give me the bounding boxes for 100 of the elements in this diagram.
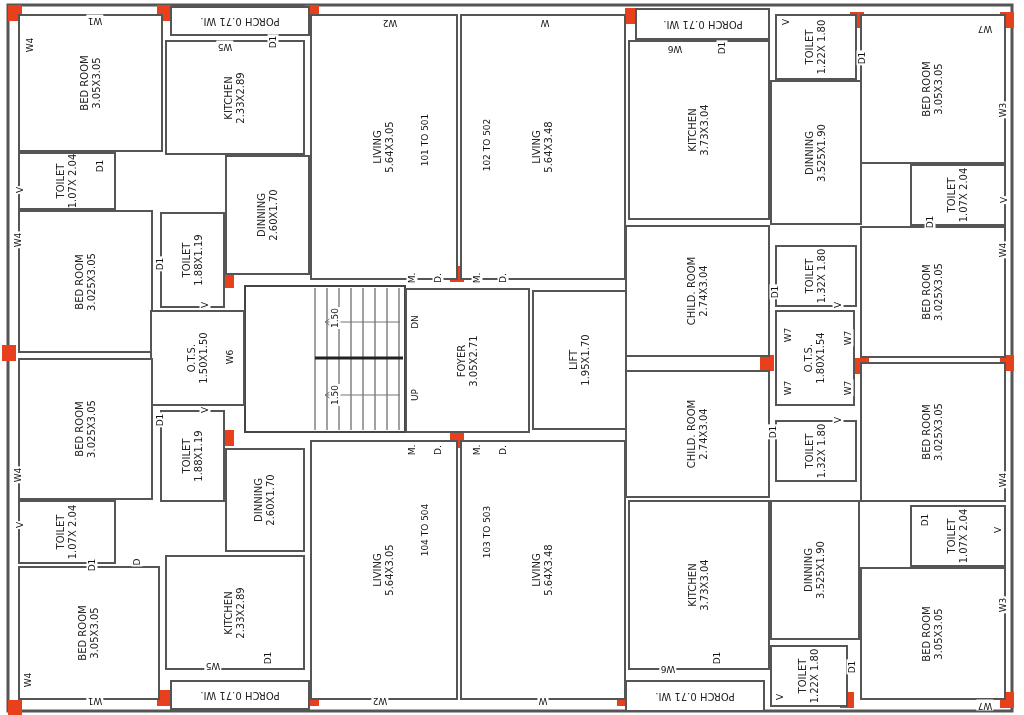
stair-dimension: 1.50 (329, 384, 341, 406)
room-dimensions: 2.33X2.89 (235, 71, 247, 124)
window-code: W4 (12, 231, 24, 249)
window-code: W7 (782, 379, 794, 397)
room-dimensions: 2.33X2.89 (235, 586, 247, 639)
room-name: KITCHEN (687, 563, 699, 607)
room-box (625, 680, 765, 712)
room-box (860, 567, 1006, 700)
room-dimensions: 3.025X3.05 (85, 400, 98, 458)
room-box (775, 310, 855, 406)
window-code: W7 (842, 329, 854, 347)
window-code: W4 (12, 466, 24, 484)
door-code: M. (471, 443, 483, 457)
room-name: TOILET (946, 177, 958, 213)
room-box (165, 555, 305, 670)
room-dimensions: 3.025X3.05 (85, 252, 98, 311)
room-dimensions: 1.95X1.70 (579, 334, 592, 386)
room-box (18, 14, 163, 152)
room-dimensions: 3.73X3.04 (699, 559, 711, 611)
room-dimensions: 5.64X3.05 (384, 121, 396, 173)
room-box (170, 680, 310, 710)
room-box (775, 14, 857, 80)
room-name: TOILET (946, 518, 958, 554)
room-dimensions: 1.07X 2.04 (958, 508, 970, 564)
room-name: DINNING (253, 478, 265, 522)
door-code: D1 (716, 40, 728, 56)
ventilator-code: V (14, 520, 26, 530)
door-code: D1 (919, 512, 931, 528)
room-dimensions: 2.74X3.04 (697, 408, 710, 460)
room-box (770, 500, 860, 640)
door-code: D1 (769, 284, 781, 300)
room-name: PORCH 0.71 WI. (662, 18, 743, 30)
door-code: D1 (154, 256, 166, 272)
room-box (405, 288, 530, 433)
window-code: W1 (86, 14, 104, 26)
room-name: BED ROOM (73, 253, 86, 310)
room-dimensions: 3.05X3.05 (90, 57, 103, 109)
flat-number-label: 103 TO 503 (481, 504, 493, 560)
door-code: D1 (924, 214, 936, 230)
room-box (635, 8, 770, 40)
door-code: D1 (856, 50, 868, 66)
room-name: TOILET (797, 658, 809, 694)
stair-dimension: 1.50 (329, 307, 341, 329)
room-box (860, 226, 1006, 358)
room-name: BED ROOM (73, 401, 86, 457)
room-name: CHILD. ROOM (685, 256, 698, 326)
window-code: W3 (997, 101, 1009, 119)
room-name: KITCHEN (223, 590, 235, 635)
room-box (225, 448, 305, 552)
room-name: TOILET (180, 438, 193, 474)
door-code: D. (497, 444, 509, 456)
flat-number-label: 101 TO 501 (419, 112, 431, 168)
room-dimensions: 1.88X1.19 (192, 430, 205, 482)
door-code: D1 (846, 659, 858, 675)
room-dimensions: 1.32X 1.80 (816, 248, 828, 304)
window-code: W4 (24, 36, 36, 54)
room-dimensions: 1.32X 1.80 (816, 423, 828, 479)
ventilator-code: V (992, 525, 1004, 535)
window-code: W4 (22, 671, 34, 689)
room-dimensions: 3.525X1.90 (815, 541, 827, 599)
flat-number-label: 104 TO 504 (419, 502, 431, 558)
room-box (150, 310, 245, 406)
room-dimensions: 5.64X3.05 (384, 544, 396, 596)
room-dimensions: 1.07X 2.04 (67, 153, 79, 209)
room-name: BED ROOM (78, 55, 91, 111)
ventilator-code: V (774, 692, 786, 702)
room-dimensions: 3.525X1.90 (816, 123, 828, 182)
room-name: KITCHEN (687, 108, 699, 152)
room-box (310, 440, 458, 700)
stair-direction-label: DN (409, 314, 421, 330)
room-box (170, 6, 310, 36)
ventilator-code: V (199, 300, 211, 310)
room-name: LIVING (531, 130, 543, 164)
room-box (770, 645, 848, 707)
room-name: DINNING (803, 548, 815, 592)
ventilator-code: V (832, 415, 844, 425)
door-code: D (131, 557, 143, 567)
flat-number-label: 102 TO 502 (481, 117, 493, 173)
room-name: BED ROOM (921, 404, 933, 460)
room-dimensions: 3.05X3.05 (89, 607, 101, 659)
door-code: D. (497, 272, 509, 284)
door-code: D1 (86, 557, 98, 573)
room-box (18, 152, 116, 210)
room-name: FOYER (455, 344, 468, 377)
room-dimensions: 1.80X1.54 (815, 332, 827, 384)
room-dimensions: 1.07X 2.04 (67, 504, 79, 560)
room-name: DINNING (804, 130, 816, 175)
door-code: D. (432, 272, 444, 284)
window-code: W4 (997, 471, 1009, 489)
room-dimensions: 1.07X 2.04 (958, 167, 970, 223)
room-dimensions: 2.60X1.70 (267, 189, 280, 241)
room-name: TOILET (55, 163, 67, 199)
room-name: PORCH 0.71 WI. (200, 689, 280, 701)
room-box (628, 40, 770, 220)
door-code: D. (432, 444, 444, 456)
door-code: M. (406, 271, 418, 285)
room-box (860, 362, 1006, 502)
room-name: BED ROOM (921, 61, 933, 117)
room-dimensions: 2.60X1.70 (265, 474, 277, 526)
room-box (625, 225, 770, 357)
